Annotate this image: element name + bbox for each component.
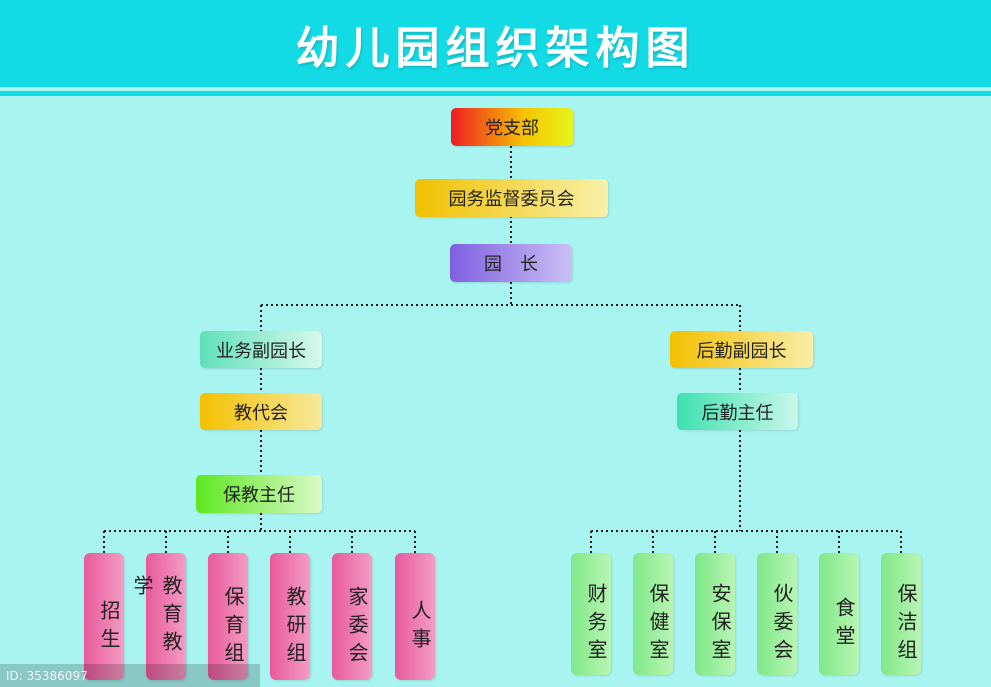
care-education-director-node: 保教主任 xyxy=(196,475,322,513)
supervision-committee-node: 园务监督委员会 xyxy=(415,179,608,217)
unit-right-1: 保健室 xyxy=(633,553,673,675)
unit-left-5: 人事 xyxy=(395,553,435,680)
logistics-director-node: 后勤主任 xyxy=(677,393,798,430)
unit-left-1: 教育教学 xyxy=(130,553,186,680)
unit-right-5: 保洁组 xyxy=(881,553,921,675)
watermark-text: ID: 35386097 xyxy=(6,668,88,683)
logistics-vice-principal-node: 后勤副园长 xyxy=(670,331,813,368)
title-banner xyxy=(0,0,991,87)
unit-right-3: 伙委会 xyxy=(757,553,797,675)
title-underline xyxy=(0,91,991,96)
unit-left-4: 家委会 xyxy=(332,553,372,680)
party-branch-node: 党支部 xyxy=(451,108,573,146)
unit-right-0: 财务室 xyxy=(571,553,611,675)
unit-left-0: 招生 xyxy=(84,553,124,680)
page-title: 幼儿园组织架构图 xyxy=(295,23,696,74)
watermark-bar: ID: 35386097 xyxy=(0,664,260,687)
unit-right-4: 食堂 xyxy=(819,553,859,675)
staff-congress-node: 教代会 xyxy=(200,393,322,430)
unit-right-2: 安保室 xyxy=(695,553,735,675)
principal-node: 园 长 xyxy=(450,244,572,282)
unit-left-2: 保育组 xyxy=(208,553,248,680)
unit-left-3: 教研组 xyxy=(270,553,310,680)
business-vice-principal-node: 业务副园长 xyxy=(200,331,322,368)
